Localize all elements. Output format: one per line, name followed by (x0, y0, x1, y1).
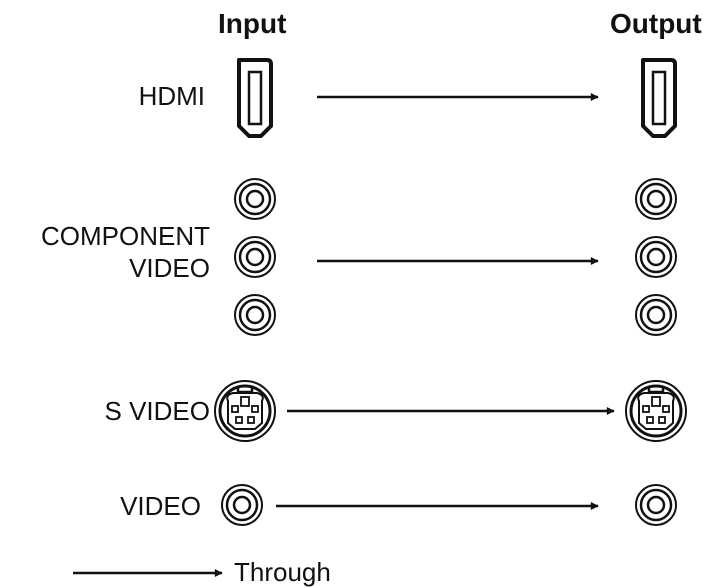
component-output-jack-2-icon (634, 235, 678, 279)
hdmi-output-port-icon (641, 58, 677, 138)
legend-through-label: Through (234, 557, 331, 587)
hdmi-label: HDMI (138, 81, 205, 111)
hdmi-input-port-icon (237, 58, 273, 138)
video-input-jack-icon (220, 483, 264, 527)
video-label: VIDEO (120, 491, 201, 521)
component-output-jack-3-icon (634, 293, 678, 337)
component-label-line1: COMPONENT (41, 221, 210, 251)
component-output-jack-1-icon (634, 177, 678, 221)
component-label-line2: VIDEO (129, 253, 210, 283)
output-header: Output (610, 8, 702, 39)
svideo-output-jack-icon (624, 379, 688, 443)
video-output-jack-icon (634, 483, 678, 527)
component-input-jack-2-icon (233, 235, 277, 279)
svideo-input-jack-icon (213, 379, 277, 443)
component-input-jack-1-icon (233, 177, 277, 221)
component-input-jack-3-icon (233, 293, 277, 337)
input-header: Input (218, 8, 287, 39)
svideo-label: S VIDEO (104, 396, 210, 426)
